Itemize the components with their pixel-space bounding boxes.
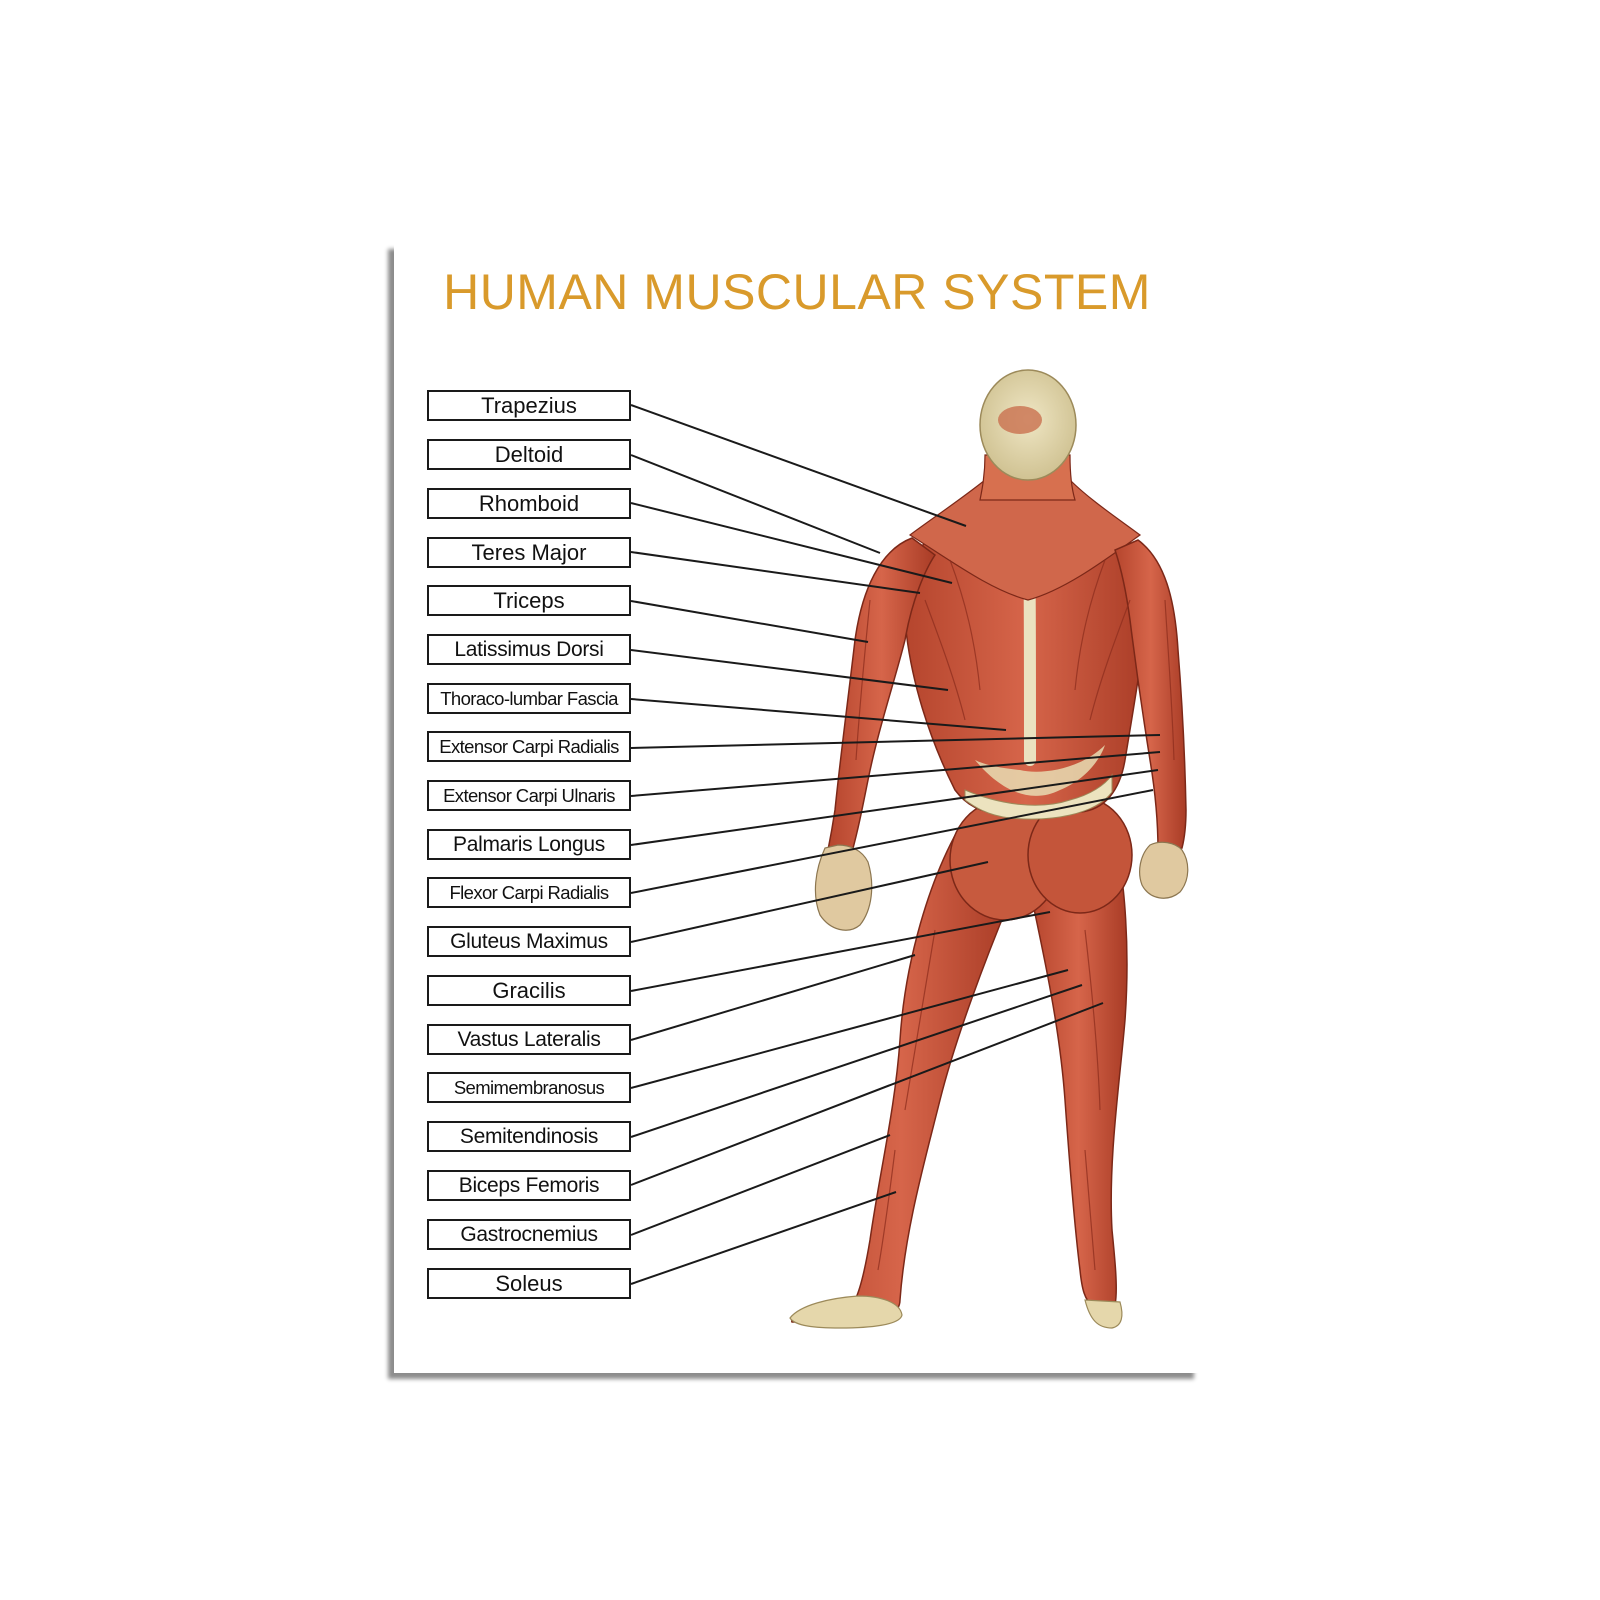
poster-title: HUMAN MUSCULAR SYSTEM — [443, 264, 1151, 320]
label-biceps-femoris: Biceps Femoris — [427, 1170, 631, 1201]
label-palmaris-longus: Palmaris Longus — [427, 829, 631, 860]
left-foot — [789, 1295, 903, 1329]
leader-line — [630, 698, 1007, 731]
leader-line — [630, 769, 1159, 846]
leader-line — [630, 600, 869, 643]
leader-line — [630, 911, 1051, 992]
label-extensor-carpi-ulnaris: Extensor Carpi Ulnaris — [427, 780, 631, 811]
label-rhomboid: Rhomboid — [427, 488, 631, 519]
label-extensor-carpi-radialis: Extensor Carpi Radialis — [427, 731, 631, 762]
label-gastrocnemius: Gastrocnemius — [427, 1219, 631, 1250]
right-foot — [1084, 1299, 1123, 1329]
label-thoraco-lumbar-fascia: Thoraco-lumbar Fascia — [427, 683, 631, 714]
leader-line — [630, 404, 967, 527]
leader-line — [630, 1191, 897, 1285]
label-latissimus-dorsi: Latissimus Dorsi — [427, 634, 631, 665]
label-flexor-carpi-radialis: Flexor Carpi Radialis — [427, 877, 631, 908]
leader-line — [630, 751, 1161, 797]
leader-lines — [630, 404, 1161, 1285]
label-gracilis: Gracilis — [427, 975, 631, 1006]
leader-line — [630, 861, 989, 943]
label-gluteus-maximus: Gluteus Maximus — [427, 926, 631, 957]
left-hand — [814, 844, 873, 931]
leader-line — [630, 954, 916, 1041]
muscle-striations — [855, 559, 1175, 1271]
right-fist — [1139, 841, 1189, 899]
leader-line — [630, 1134, 891, 1236]
label-triceps: Triceps — [427, 585, 631, 616]
label-deltoid: Deltoid — [427, 439, 631, 470]
label-teres-major: Teres Major — [427, 537, 631, 568]
head-muscle — [998, 406, 1042, 434]
label-vastus-lateralis: Vastus Lateralis — [427, 1024, 631, 1055]
pelvic-band — [964, 773, 1113, 820]
leader-line — [630, 454, 881, 554]
leader-line — [630, 649, 949, 691]
label-semimembranosus: Semimembranosus — [427, 1072, 631, 1103]
label-trapezius: Trapezius — [427, 390, 631, 421]
label-semitendinosis: Semitendinosis — [427, 1121, 631, 1152]
leader-line — [630, 789, 1154, 894]
leader-line — [630, 984, 1083, 1138]
leader-line — [630, 502, 953, 584]
right-arm — [1114, 539, 1187, 851]
leader-line — [630, 1002, 1104, 1186]
leader-line — [630, 734, 1161, 749]
leader-line — [630, 969, 1069, 1089]
leader-line — [630, 551, 921, 594]
label-soleus: Soleus — [427, 1268, 631, 1299]
